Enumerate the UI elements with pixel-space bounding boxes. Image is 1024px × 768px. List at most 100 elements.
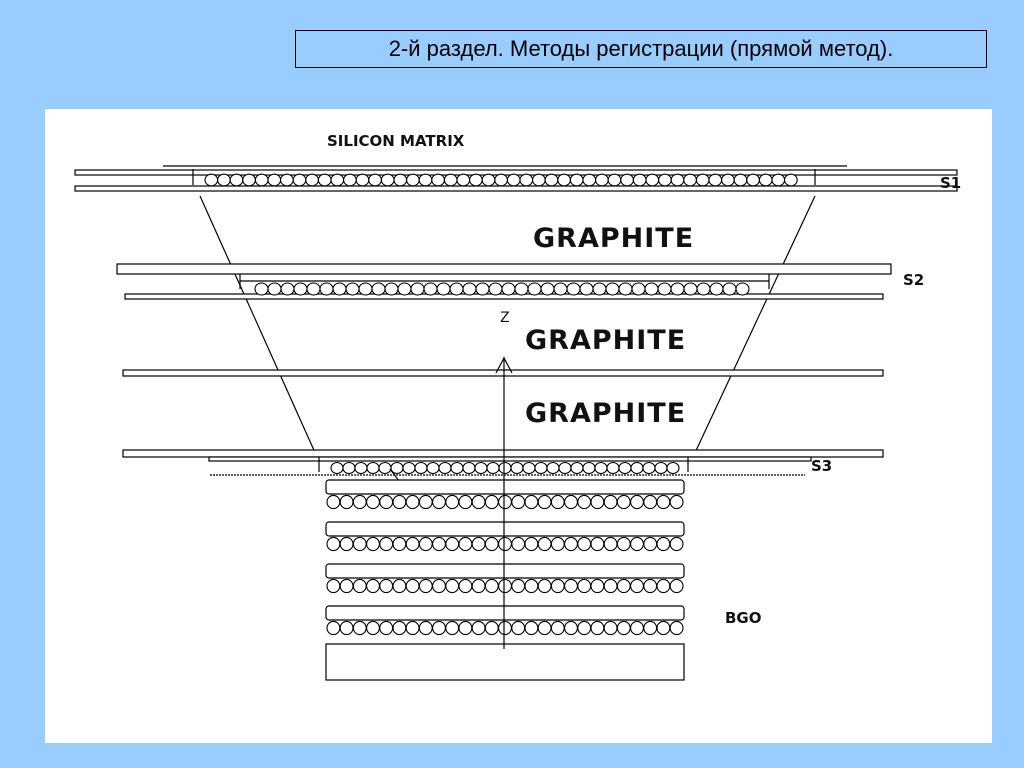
middle-plane — [122, 369, 884, 377]
fiber-circle — [380, 173, 395, 187]
fiber-circle — [579, 282, 594, 296]
bgo-crystal — [564, 536, 578, 552]
fiber-circle — [305, 173, 319, 187]
bgo-crystal — [339, 536, 354, 552]
bgo-crystal — [550, 536, 565, 552]
fiber-circle — [594, 461, 608, 475]
bgo-crystal — [590, 620, 605, 636]
bgo-crystal — [445, 578, 460, 594]
bgo-crystal — [484, 494, 499, 510]
fiber-circle — [450, 461, 464, 475]
bgo-crystal — [524, 494, 539, 510]
bgo-crystal — [392, 494, 407, 510]
bgo-crystal — [326, 578, 341, 594]
bgo-crystal — [537, 536, 552, 552]
bgo-crystal — [616, 494, 631, 510]
fiber-circle — [670, 173, 685, 187]
slide-title: 2-й раздел. Методы регистрации (прямой м… — [295, 30, 987, 68]
bgo-crystal — [418, 536, 433, 552]
bgo-crystal — [432, 494, 446, 510]
fiber-circle — [683, 282, 698, 296]
fiber-circle — [436, 282, 451, 296]
fiber-circle — [658, 173, 672, 187]
bgo-crystal — [432, 536, 446, 552]
bgo-crystal — [550, 620, 565, 636]
bgo-crystal — [392, 536, 407, 552]
bgo-crystal — [405, 494, 420, 510]
fiber-circle — [618, 461, 632, 475]
fiber-circle — [666, 461, 680, 475]
fiber-circle — [558, 461, 572, 475]
z-axis-arrowhead — [495, 356, 513, 374]
bgo-bottom-block — [325, 643, 685, 681]
bgo-crystal — [352, 578, 367, 594]
bgo-crystal — [577, 536, 592, 552]
bgo-crystal — [656, 578, 671, 594]
fiber-circle — [462, 461, 476, 475]
fiber-circle — [498, 461, 512, 475]
bgo-crystal — [643, 494, 658, 510]
fiber-circle — [426, 461, 440, 475]
bgo-crystal — [498, 578, 512, 594]
fiber-circle — [501, 282, 516, 296]
fiber-circle — [557, 173, 571, 187]
fiber-circle — [746, 173, 760, 187]
fiber-circle — [606, 461, 620, 475]
fiber-circle — [510, 461, 524, 475]
bgo-crystal — [418, 578, 433, 594]
bgo-crystal — [498, 536, 512, 552]
fiber-circle — [534, 461, 548, 475]
graphite-label-3: GRAPHITE — [525, 398, 686, 429]
bgo-crystal — [458, 494, 473, 510]
fiber-circle — [217, 173, 231, 187]
fiber-circle — [267, 173, 282, 187]
bgo-crystal — [511, 536, 526, 552]
bgo-crystal — [564, 494, 578, 510]
bgo-crystal — [339, 578, 354, 594]
fiber-circle — [456, 173, 471, 187]
bgo-crystal — [405, 578, 420, 594]
fiber-circle — [488, 282, 503, 296]
bgo-crystal — [616, 620, 631, 636]
fiber-circle — [469, 173, 483, 187]
bgo-crystal — [366, 536, 380, 552]
bgo-crystal — [524, 620, 539, 636]
fiber-circle — [306, 282, 321, 296]
bgo-crystal-row — [326, 578, 684, 594]
fiber-circle — [474, 461, 488, 475]
s2-label: S2 — [903, 271, 924, 289]
bgo-crystal — [537, 620, 552, 636]
bgo-crystal — [471, 578, 486, 594]
s2-plane-top — [116, 263, 892, 275]
fiber-circle — [540, 282, 555, 296]
fiber-circle — [402, 461, 416, 475]
bgo-crystal — [458, 578, 473, 594]
fiber-circle — [527, 282, 542, 296]
fiber-circle — [475, 282, 490, 296]
bgo-crystal — [484, 578, 499, 594]
graphite-label-1: GRAPHITE — [533, 223, 694, 254]
bgo-crystal — [326, 620, 341, 636]
fiber-circle — [631, 282, 646, 296]
fiber-circle — [632, 173, 647, 187]
bgo-crystal — [326, 536, 341, 552]
bgo-crystal — [418, 494, 433, 510]
bgo-crystal — [498, 494, 512, 510]
detector-diagram: SILICON MATRIX GRAPHITE GRAPHITE GRAPHIT… — [74, 132, 961, 681]
bgo-crystal — [524, 578, 539, 594]
fiber-circle — [620, 173, 634, 187]
bgo-crystal — [379, 620, 394, 636]
fiber-circle — [657, 282, 672, 296]
bgo-crystal — [603, 578, 618, 594]
fiber-circle — [292, 173, 307, 187]
bgo-crystal — [471, 620, 486, 636]
bgo-crystal — [550, 578, 565, 594]
fiber-circle — [319, 282, 334, 296]
fiber-circle — [462, 282, 477, 296]
bgo-crystal — [630, 536, 644, 552]
fiber-circle — [317, 173, 332, 187]
z-axis-label: Z — [500, 310, 510, 326]
fiber-circle — [592, 282, 607, 296]
bgo-crystal — [432, 620, 446, 636]
fiber-circle — [397, 282, 412, 296]
